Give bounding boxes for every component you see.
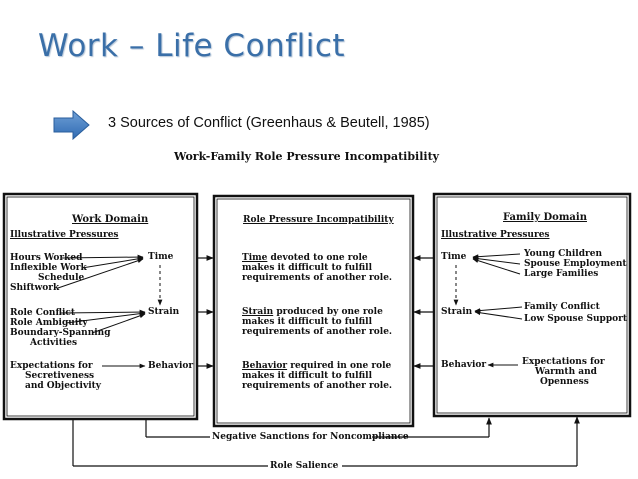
family-behavior-label: Behavior [441, 360, 487, 370]
work-pressure-role-ambiguity: Role Ambiguity [10, 318, 88, 328]
family-pressure-expectations: Expectations for [522, 357, 605, 367]
family-illustrative-pressures: Illustrative Pressures [441, 230, 550, 240]
work-pressure-objectivity: and Objectivity [25, 381, 102, 391]
family-time-connectors [472, 253, 521, 275]
family-pressure-large-families: Large Families [524, 269, 599, 279]
family-pressure-young-children: Young Children [524, 249, 603, 259]
middle-behavior-line-2: makes it difficult to fulfill [242, 371, 372, 381]
family-domain-box [432, 192, 632, 418]
role-salience-lines [72, 416, 580, 467]
work-pressure-expectations: Expectations for [10, 361, 93, 371]
family-strain-connectors [474, 306, 523, 320]
family-to-middle-arrows [413, 255, 434, 369]
middle-time-line-2: makes it difficult to fulfill [242, 263, 372, 273]
work-pressure-inflexible-work: Inflexible Work [10, 263, 87, 273]
role-salience-label: Role Salience [270, 461, 339, 471]
work-pressure-role-conflict: Role Conflict [10, 308, 76, 318]
middle-strain-line-1: Strain produced by one role [242, 307, 383, 317]
diagram-lines [2, 192, 632, 467]
work-pressure-activities: Activities [30, 338, 78, 348]
figure-title: Work-Family Role Pressure Incompatibilit… [174, 150, 440, 163]
middle-strain-line-2: makes it difficult to fulfill [242, 317, 372, 327]
family-pressure-warmth: Warmth and [535, 367, 597, 377]
family-pressure-family-conflict: Family Conflict [524, 302, 600, 312]
negative-sanctions-lines [145, 417, 492, 438]
family-strain-label: Strain [441, 307, 473, 317]
slide-title: Work – Life Conflict [38, 28, 346, 64]
bullet-text: 3 Sources of Conflict (Greenhaus & Beute… [108, 115, 430, 131]
role-pressure-diagram: Work Domain Illustrative Pressures Hours… [0, 190, 638, 479]
middle-behavior-line-1: Behavior required in one role [242, 361, 392, 371]
negative-sanctions-label: Negative Sanctions for Noncompliance [212, 432, 409, 442]
work-time-connectors [57, 254, 144, 289]
family-time-label: Time [441, 252, 467, 262]
work-pressure-hours-worked: Hours Worked [10, 253, 83, 263]
family-pressure-openness: Openness [540, 377, 589, 387]
middle-heading: Role Pressure Incompatibility [243, 215, 394, 225]
middle-time-line-3: requirements of another role. [242, 273, 393, 283]
work-pressure-schedule: Schedule [38, 273, 85, 283]
work-pressure-boundary-spanning: Boundary-Spanning [10, 328, 111, 338]
family-domain-heading: Family Domain [503, 212, 587, 223]
middle-box [212, 194, 415, 428]
work-domain-box [2, 192, 199, 421]
work-strain-label: Strain [148, 307, 180, 317]
work-behavior-label: Behavior [148, 361, 194, 371]
work-pressure-secretiveness: Secretiveness [25, 371, 95, 381]
work-domain-heading: Work Domain [72, 214, 149, 225]
work-pressure-shiftwork: Shiftwork [10, 283, 60, 293]
middle-strain-line-3: requirements of another role. [242, 327, 393, 337]
work-time-label: Time [148, 252, 174, 262]
right-arrow-icon [53, 110, 90, 140]
work-to-middle-arrows [197, 255, 214, 369]
family-pressure-low-spouse-support: Low Spouse Support [524, 314, 628, 324]
work-strain-connectors [59, 309, 146, 334]
work-illustrative-pressures: Illustrative Pressures [10, 230, 119, 240]
family-pressure-spouse-employment: Spouse Employment [524, 259, 627, 269]
middle-time-line-1: Time devoted to one role [242, 253, 368, 263]
middle-behavior-line-3: requirements of another role. [242, 381, 393, 391]
